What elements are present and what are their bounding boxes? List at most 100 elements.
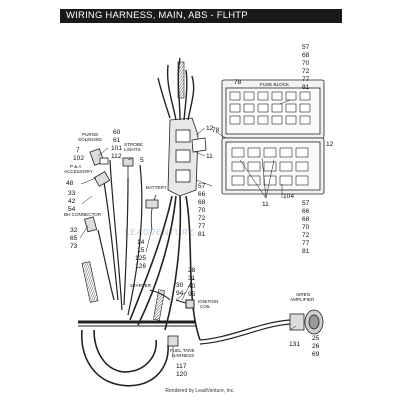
callout-number: 26 [312,343,320,350]
siren-amplifier-label-1: SIREN [296,292,310,297]
callout-number: 57 [198,183,206,190]
electrical-caddy [167,117,207,197]
fuse-block-top [221,79,325,139]
callout-number: 101 [111,145,122,152]
footer-credit: Rendered by LeadVenture, Inc. [165,388,235,394]
fuel-tank-harness-label-2: HARNESS [172,353,194,358]
callout-number: 57 [302,200,310,207]
bh-connector-label: BH CONNECTOR [64,212,102,217]
callout-number: 70 [198,207,206,214]
callout-7-102: 7 102 [73,147,84,162]
callout-57-81-top: 57 68 70 72 77 81 [302,44,310,91]
callout-48: 48 [66,180,74,187]
battery-lead [145,194,159,231]
bh-connector [84,216,98,233]
battery-label: BATTERY [146,185,167,190]
starter-lead [149,289,171,301]
ignition-coil-label-1: IGNITION [198,299,218,304]
starter-label: STARTER [130,283,152,288]
callout-number: 60 [113,129,121,136]
callout-12-right: 12 [326,141,334,148]
purge-solenoid-label-2: SOLENOID [78,137,102,142]
callout-number: 32 [70,227,78,234]
callout-number: 28 [188,267,196,274]
page-title: WIRING HARNESS, MAIN, ABS - FLHTP [60,9,342,23]
callout-number: 73 [70,243,78,250]
callout-number: 66 [198,191,206,198]
callout-number: 31 [188,275,196,282]
ignition-coil-lead [175,299,195,309]
pa-accessory-label-2: ACCESSORY [64,169,93,174]
callout-number: 81 [302,248,310,255]
strobe-lights-label-1: STROBE [124,142,143,147]
left-branches [97,159,143,316]
callout-number: 77 [302,76,310,83]
callout-number: 7 [76,147,80,154]
lower-harness-loop [78,320,196,387]
siren-amplifier-lead [199,319,291,345]
leader-lines [79,99,297,358]
callout-78-top: 78 [234,79,242,86]
callout-number: 112 [111,153,122,160]
callout-5: 5 [140,157,144,164]
ignition-coil-label-2: COIL [200,304,211,309]
callout-number: 81 [198,231,206,238]
siren-amplifier-connector [289,309,324,335]
callout-33-54: 33 42 54 [68,190,76,213]
callout-57-81-mid: 57 66 68 70 72 77 81 [198,183,206,238]
callout-number: 57 [302,44,310,51]
callout-number: 125 [135,255,146,262]
callout-14-126: 14 15 125 126 [135,239,146,270]
callout-number: 30 [176,282,184,289]
callout-78-left: 78 [212,127,220,134]
callout-number: 65 [70,235,78,242]
main-harness-trunk [129,195,201,341]
callout-number: 77 [302,240,310,247]
pa-accessory-label-1: P & A [70,164,82,169]
callout-number: 126 [135,263,146,270]
callout-25-69: 25 26 69 [312,335,320,358]
callout-number: 77 [198,223,206,230]
callout-number: 68 [302,216,310,223]
siren-amplifier-label-2: AMPLIFIER [290,297,315,302]
callout-number: 33 [68,190,76,197]
callout-number: 72 [302,68,310,75]
callout-number: 72 [302,232,310,239]
callout-number: 40 [188,283,196,290]
callout-number: 15 [137,247,145,254]
callout-number: 102 [73,155,84,162]
callout-number: 14 [137,239,145,246]
fuel-tank-harness-label-1: FUEL TANK [170,348,196,353]
fuse-block-bottom [221,137,325,195]
callout-117-120: 117 120 [176,363,187,378]
callout-32-73: 32 65 73 [70,227,78,250]
callout-12-top: 12 [206,125,214,132]
callout-number: 95 [188,291,196,298]
callout-57-81-right: 57 66 68 70 72 77 81 [302,200,310,255]
strobe-lights-connector [122,157,134,178]
callout-number: 68 [302,52,310,59]
callout-number: 42 [68,198,76,205]
callout-number: 66 [302,208,310,215]
callout-131: 131 [289,341,300,348]
callout-number: 70 [302,224,310,231]
callout-number: 70 [302,60,310,67]
fuse-block-label: FUSE BLOCK [260,82,290,87]
conduit-sections [81,61,185,321]
callout-11-left: 11 [206,153,213,160]
callout-104: 104 [283,193,294,200]
callout-number: 81 [302,84,310,91]
purge-solenoid-connector [89,148,109,166]
strobe-lights-label-2: LIGHTS [124,147,141,152]
callout-number: 117 [176,363,187,370]
callout-number: 61 [113,137,121,144]
callout-number: 54 [68,206,76,213]
callout-number: 120 [176,371,187,378]
pa-accessory-connector [93,171,111,187]
callout-30-94: 30 94 [176,282,184,297]
callout-number: 68 [198,199,206,206]
watermark-text: LEADVENTURE [125,228,195,237]
